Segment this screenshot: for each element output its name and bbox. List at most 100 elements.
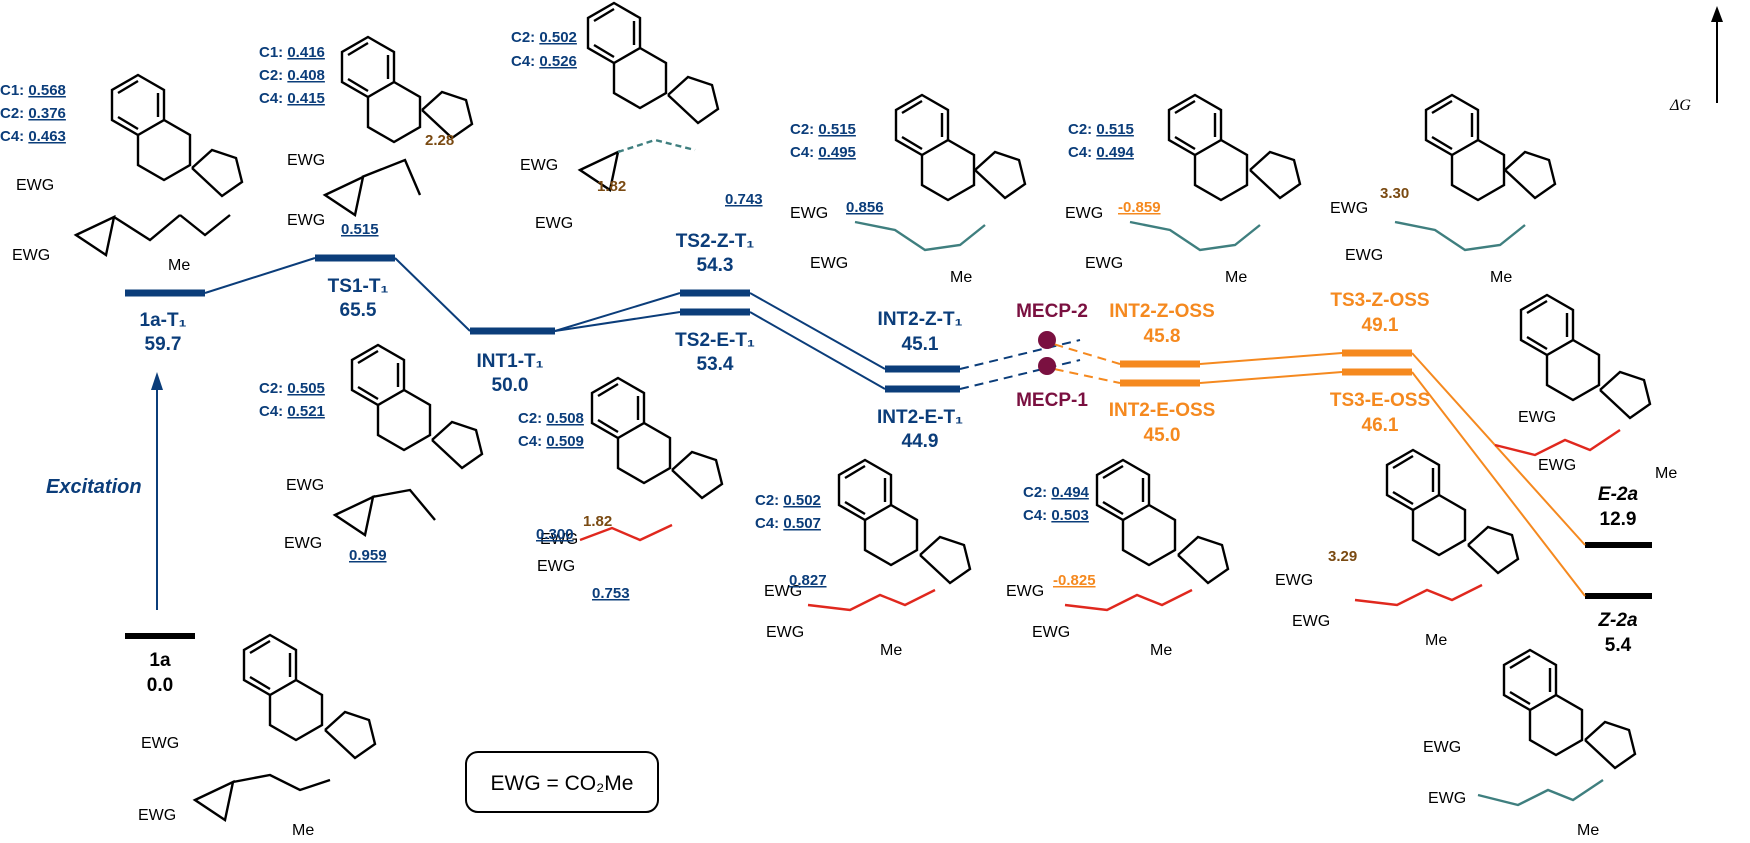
label-mecp-1: MECP-1 — [1016, 390, 1088, 411]
svg-text:EWG: EWG — [790, 205, 828, 222]
svg-text:EWG: EWG — [1423, 739, 1461, 756]
value-int2-e-t1: 44.9 — [902, 431, 939, 452]
value-ts1-t1: 65.5 — [340, 300, 377, 321]
value-ts3-z-oss: 49.1 — [1362, 315, 1399, 336]
svg-text:Me: Me — [1425, 632, 1447, 649]
structure-int1 — [335, 345, 482, 535]
structure-int2z-t1 — [855, 95, 1025, 250]
value-ts2-z-t1: 54.3 — [697, 255, 734, 276]
value-int2-e-oss: 45.0 — [1144, 425, 1181, 446]
svg-text:0.743: 0.743 — [725, 191, 763, 208]
label-int2-e-oss: INT2-E-OSS — [1109, 400, 1216, 421]
label-ts3-z-oss: TS3-Z-OSS — [1330, 290, 1429, 311]
value-int2-z-t1: 45.1 — [902, 334, 939, 355]
sd-int2z-t1-c2: C2: 0.515 — [790, 121, 856, 138]
svg-text:EWG: EWG — [1275, 572, 1313, 589]
svg-text:-0.859: -0.859 — [1118, 199, 1161, 216]
structure-int2e-t1 — [808, 460, 970, 610]
svg-text:EWG: EWG — [16, 177, 54, 194]
svg-text:EWG: EWG — [138, 807, 176, 824]
value-z-2a: 5.4 — [1605, 635, 1632, 656]
axis-label: ΔG — [1669, 97, 1691, 114]
sd-int2e-oss-c2: C2: 0.494 — [1023, 484, 1090, 501]
mecp-1-dot — [1038, 357, 1056, 375]
svg-text:Me: Me — [950, 269, 972, 286]
label-ts3-e-oss: TS3-E-OSS — [1330, 390, 1430, 411]
svg-text:Me: Me — [880, 642, 902, 659]
svg-text:EWG: EWG — [766, 624, 804, 641]
svg-text:EWG: EWG — [141, 735, 179, 752]
value-int1-t1: 50.0 — [492, 375, 529, 396]
svg-text:EWG: EWG — [1428, 790, 1466, 807]
sd-int1-c2: C2: 0.505 — [259, 380, 325, 397]
structure-e-2a — [1495, 295, 1650, 455]
svg-text:EWG: EWG — [1065, 205, 1103, 222]
svg-text:EWG: EWG — [1518, 409, 1556, 426]
svg-text:2.28: 2.28 — [425, 132, 454, 149]
value-ts3-e-oss: 46.1 — [1362, 415, 1399, 436]
sd-int2z-oss-c4: C4: 0.494 — [1068, 144, 1135, 161]
sd-ts2z-c4: C4: 0.526 — [511, 53, 577, 70]
svg-text:Me: Me — [1150, 642, 1172, 659]
sd-int2z-oss-c2: C2: 0.515 — [1068, 121, 1134, 138]
structure-1a — [195, 635, 375, 820]
svg-text:Me: Me — [1577, 822, 1599, 839]
structure-1a-t1 — [76, 75, 242, 255]
sd-int2z-t1-c4: C4: 0.495 — [790, 144, 856, 161]
label-int2-z-t1: INT2-Z-T₁ — [878, 309, 963, 330]
svg-text:Me: Me — [168, 257, 190, 274]
svg-text:Me: Me — [1490, 269, 1512, 286]
excitation-label: Excitation — [46, 476, 142, 498]
label-1a: 1a — [149, 650, 171, 671]
sd-1a-c2: C2: 0.376 — [0, 105, 66, 122]
sd-1a-c4: C4: 0.463 — [0, 128, 66, 145]
value-e-2a: 12.9 — [1600, 509, 1637, 530]
value-1a: 0.0 — [147, 675, 173, 696]
sd-1a-c1: C1: 0.568 — [0, 82, 66, 99]
svg-text:1.82: 1.82 — [583, 513, 612, 530]
ground-labels: 1a 0.0 E-2a 12.9 Z-2a 5.4 — [147, 484, 1639, 696]
value-int2-z-oss: 45.8 — [1144, 326, 1181, 347]
svg-text:0.515: 0.515 — [341, 221, 379, 238]
structure-ts3e — [1355, 450, 1518, 605]
svg-text:1.82: 1.82 — [597, 178, 626, 195]
svg-text:EWG: EWG — [535, 215, 573, 232]
svg-text:-0.825: -0.825 — [1053, 572, 1096, 589]
svg-text:0.827: 0.827 — [789, 572, 827, 589]
sd-int2e-t1-c4: C4: 0.507 — [755, 515, 821, 532]
svg-text:3.30: 3.30 — [1380, 185, 1409, 202]
label-ts2-e-t1: TS2-E-T₁ — [675, 330, 755, 351]
delta-g-axis: ΔG — [1669, 6, 1723, 114]
svg-text:Me: Me — [1225, 269, 1247, 286]
mecp-2-dot — [1038, 331, 1056, 349]
svg-text:EWG: EWG — [1292, 613, 1330, 630]
svg-text:EWG: EWG — [1330, 200, 1368, 217]
svg-text:0.959: 0.959 — [349, 547, 387, 564]
mecp-labels: MECP-2 MECP-1 — [1016, 301, 1088, 411]
sd-ts1-c1: C1: 0.416 — [259, 44, 325, 61]
svg-text:Me: Me — [1655, 465, 1677, 482]
oss-labels: INT2-Z-OSS 45.8 INT2-E-OSS 45.0 TS3-Z-OS… — [1109, 290, 1430, 446]
legend-text: EWG = CO₂Me — [491, 772, 634, 795]
label-int1-t1: INT1-T₁ — [477, 351, 544, 372]
svg-text:0.856: 0.856 — [846, 199, 884, 216]
structure-ts2z — [580, 3, 718, 190]
label-z-2a: Z-2a — [1597, 610, 1638, 631]
label-mecp-2: MECP-2 — [1016, 301, 1088, 322]
svg-text:EWG: EWG — [1345, 247, 1383, 264]
svg-text:EWG: EWG — [1006, 583, 1044, 600]
svg-text:0.300: 0.300 — [536, 526, 574, 543]
structure-ts1 — [325, 37, 472, 215]
label-e-2a: E-2a — [1598, 484, 1639, 505]
svg-text:EWG: EWG — [537, 558, 575, 575]
sd-int1-c4: C4: 0.521 — [259, 403, 325, 420]
value-1a-t1: 59.7 — [145, 334, 182, 355]
label-ts1-t1: TS1-T₁ — [328, 276, 389, 297]
structure-ts3z — [1395, 95, 1555, 250]
svg-text:EWG: EWG — [1538, 457, 1576, 474]
structure-z-2a — [1478, 650, 1635, 805]
svg-text:EWG: EWG — [286, 477, 324, 494]
ewg-legend: EWG = CO₂Me — [466, 752, 658, 812]
svg-text:EWG: EWG — [287, 152, 325, 169]
